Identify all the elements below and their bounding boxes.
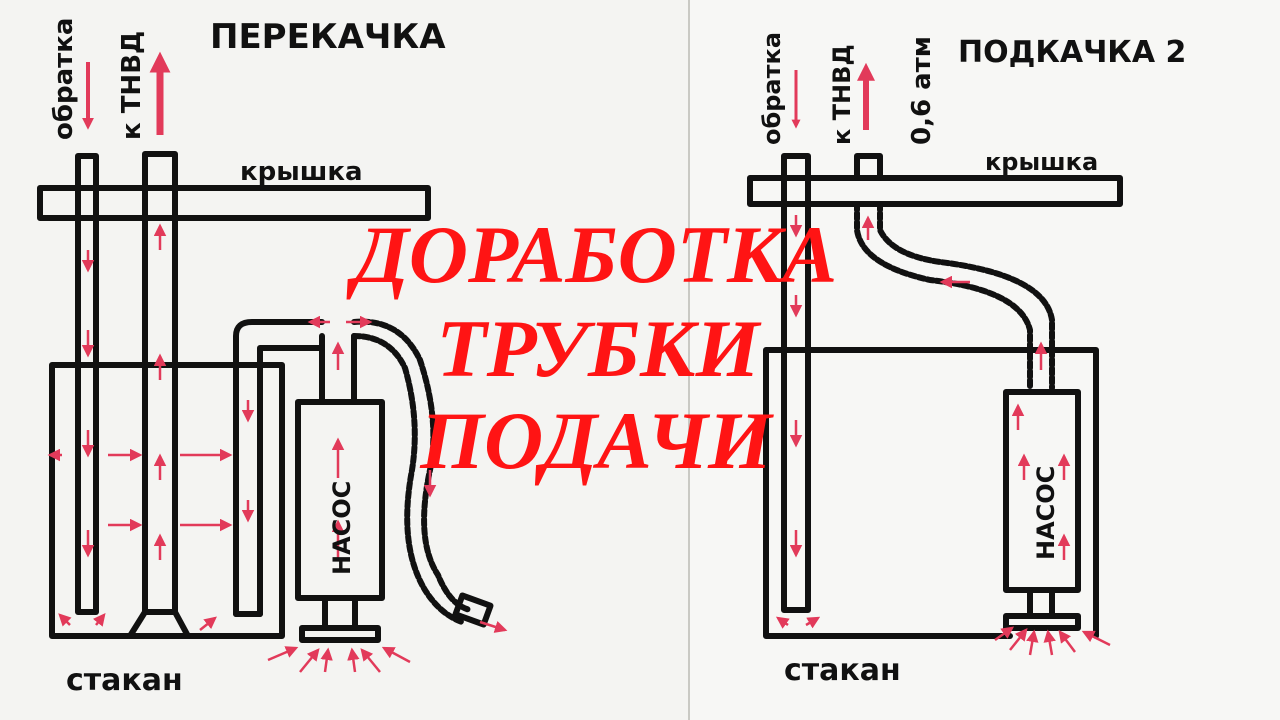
- left-pump-label: НАСОС: [328, 481, 356, 575]
- right-lid-label: крышка: [985, 148, 1098, 176]
- right-lid: [747, 175, 1123, 207]
- left-pump-body: [295, 399, 385, 601]
- overlay-title: ДОРАБОТКА ТРУБКИ ПОДАЧИ: [346, 209, 838, 486]
- right-cup: [763, 347, 1099, 639]
- right-pressure-label: 0,6 атм: [907, 36, 937, 145]
- left-return-tube: [75, 153, 99, 615]
- left-diagram: [37, 151, 494, 643]
- left-cup: [49, 362, 285, 639]
- right-to-pump-label: к ТНВД: [828, 44, 856, 145]
- right-flex-hose: [854, 201, 1055, 391]
- overlay-line-3: ПОДАЧИ: [419, 395, 774, 486]
- left-lid-label: крышка: [240, 157, 363, 187]
- left-cup-label: стакан: [66, 663, 183, 698]
- left-title: ПЕРЕКАЧКА: [210, 17, 446, 57]
- left-outer-hose: [351, 318, 473, 613]
- right-cup-label: стакан: [784, 653, 901, 688]
- right-return-tube: [781, 153, 811, 613]
- right-pump-label: НАСОС: [1032, 466, 1060, 560]
- right-diagram: [747, 153, 1123, 639]
- left-return-label: обратка: [49, 18, 79, 140]
- left-pump-base: [299, 625, 381, 643]
- overlay-line-2: ТРУБКИ: [437, 303, 762, 394]
- overlay-line-1: ДОРАБОТКА: [346, 209, 838, 300]
- left-to-pump-label: к ТНВД: [117, 31, 147, 140]
- right-return-label: обратка: [758, 32, 786, 145]
- right-pump-base: [1003, 613, 1081, 631]
- right-title: ПОДКАЧКА 2: [958, 35, 1186, 70]
- left-strainer: [127, 609, 191, 639]
- left-lid: [37, 185, 431, 221]
- left-loop-tube: [233, 319, 325, 617]
- right-flow-arrows: [775, 215, 1111, 656]
- left-flow-arrows: [47, 223, 508, 673]
- right-pump-body: [1003, 389, 1081, 593]
